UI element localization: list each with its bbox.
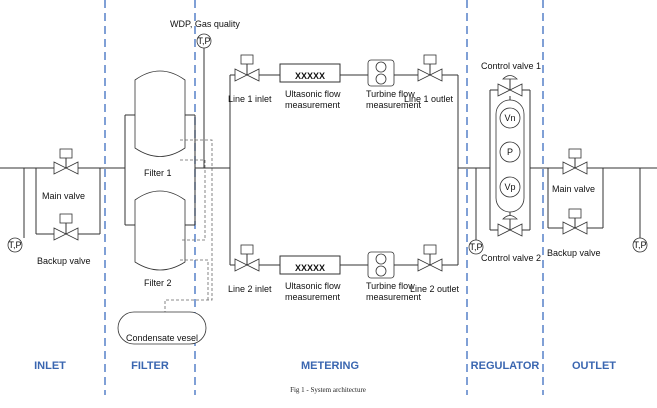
line-1-outlet-valve[interactable] [417,54,443,82]
section-title-filter: FILTER [131,360,169,372]
line-2-ultrasonic-label-2: measurement [285,292,341,302]
filter-1-vessel [134,70,186,157]
regulator-section: T,P Control valve 1 Vn P Vp Control [458,61,548,263]
section-title-outlet: OUTLET [572,360,616,372]
regulator-tp-gauge [468,239,484,255]
outlet-section: Main valve Backup valve T,P [547,148,657,258]
section-title-metering: METERING [301,360,359,372]
pilot-p [499,141,521,163]
section-titles: INLET FILTER METERING REGULATOR OUTLET [34,360,616,372]
line-1-ultrasonic-meter: XXXXX [279,63,341,83]
inlet-tp-gauge [7,237,23,253]
filter-2-drain [180,259,209,300]
section-title-inlet: INLET [34,360,66,372]
pilot-vn-label: Vn [504,113,515,123]
line-2-ultrasonic-glyph: XXXXX [295,263,325,273]
filter-1-drain [164,139,213,312]
line-2-ultrasonic-label-1: Ultasonic flow [285,281,341,291]
control-valve-1[interactable] [497,75,523,97]
condensate-vessel-label: Condensate vesel [126,333,198,343]
inlet-main-valve[interactable] [53,148,79,175]
line-1-ultrasonic-label-2: measurement [285,100,341,110]
line-2-ultrasonic-meter: XXXXX [279,255,341,275]
pilot-p-label: P [507,147,513,157]
line-1-turbine-label-1: Turbine flow [366,89,415,99]
outlet-backup-valve-label: Backup valve [547,248,601,258]
line-2-turbine-label-1: Turbine flow [366,281,415,291]
inlet-main-valve-label: Main valve [42,191,85,201]
line-1-outlet-label: Line 1 outlet [404,94,454,104]
control-valve-2[interactable] [497,215,523,237]
outlet-main-valve[interactable] [562,148,588,175]
line-2-inlet-valve[interactable] [234,244,260,272]
line-2-turbine-meter [367,251,395,279]
filter-2-label: Filter 2 [144,278,172,288]
wdp-analyzer: T,P WDP, Gas quality [170,19,240,168]
filter-section: Filter 1 Filter 2 Condensate vesel [117,70,213,345]
pilot-vn [499,107,521,129]
filter-1-label: Filter 1 [144,168,172,178]
line-1-turbine-meter [367,59,395,87]
control-valve-2-label: Control valve 2 [481,253,541,263]
line-1-inlet-label: Line 1 inlet [228,94,272,104]
condensate-vessel [117,311,207,345]
wdp-label: WDP, Gas quality [170,19,240,29]
line-1-inlet-valve[interactable] [234,54,260,82]
line-1-ultrasonic-label-1: Ultasonic flow [285,89,341,99]
control-valve-1-label: Control valve 1 [481,61,541,71]
pilot-vp-label: Vp [504,182,515,192]
section-title-regulator: REGULATOR [471,360,540,372]
inlet-tp-label: T,P [8,240,21,250]
outlet-backup-valve[interactable] [562,208,588,235]
metering-section: Line 1 inlet XXXXX Ultasonic flow measur… [228,54,460,302]
line-1-turbine-label-2: measurement [366,100,422,110]
outlet-tp-gauge [632,237,648,253]
inlet-section: T,P Main valve Backup valve [0,148,125,266]
pilot-vp [499,176,521,198]
figure-caption: Fig 1 - System architecture [290,386,366,394]
line-2-outlet-label: Line 2 outlet [410,284,460,294]
outlet-tp-label: T,P [633,240,646,250]
line-2-inlet-label: Line 2 inlet [228,284,272,294]
inlet-backup-valve[interactable] [53,213,79,241]
wdp-tp-label: T,P [197,36,210,46]
outlet-main-valve-label: Main valve [552,184,595,194]
line-2-outlet-valve[interactable] [417,244,443,272]
filter-2-vessel [134,190,186,271]
regulator-tp-label: T,P [469,242,482,252]
inlet-backup-valve-label: Backup valve [37,256,91,266]
line-1-ultrasonic-glyph: XXXXX [295,71,325,81]
filter-cross-drain [180,159,206,241]
line-2-turbine-label-2: measurement [366,292,422,302]
